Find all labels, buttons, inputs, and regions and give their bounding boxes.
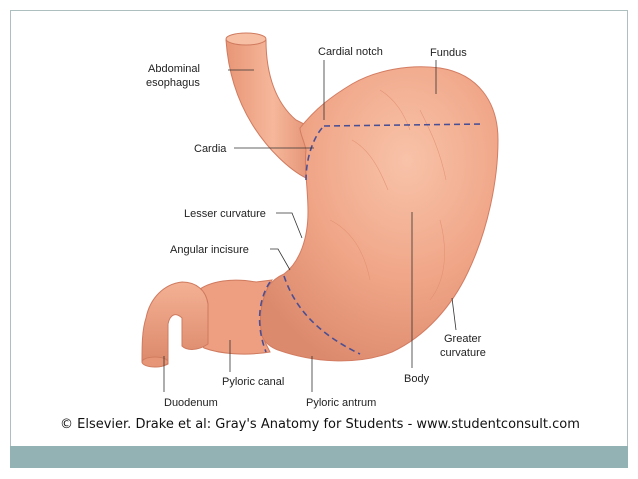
label-pyloric-canal: Pyloric canal [222, 376, 284, 388]
label-abdominal-esophagus-2: esophagus [146, 77, 200, 89]
label-pyloric-antrum: Pyloric antrum [306, 397, 376, 409]
fundus-boundary [323, 123, 485, 127]
region-boundaries [258, 123, 485, 355]
label-fundus: Fundus [430, 47, 467, 59]
label-greater-curvature-2: curvature [440, 347, 486, 359]
label-body: Body [404, 373, 430, 385]
footer-bar [10, 446, 628, 468]
duodenum [141, 281, 209, 368]
cardia-boundary [305, 127, 323, 181]
label-duodenum: Duodenum [164, 397, 218, 409]
leader-lines [163, 60, 457, 392]
stomach-body [257, 66, 499, 362]
label-lesser-curvature: Lesser curvature [184, 208, 266, 220]
label-greater-curvature-1: Greater [444, 333, 482, 345]
credit-line: © Elsevier. Drake et al: Gray's Anatomy … [60, 417, 580, 432]
pyloric-boundary [258, 281, 271, 353]
label-cardia: Cardia [194, 143, 227, 155]
esophagus-opening [225, 32, 267, 46]
duodenum-opening [141, 356, 169, 368]
antrum-boundary [283, 275, 361, 355]
label-abdominal-esophagus-1: Abdominal [148, 63, 200, 75]
label-angular-incisure: Angular incisure [170, 244, 249, 256]
vessel-texture [329, 89, 447, 301]
label-cardial-notch: Cardial notch [318, 46, 383, 58]
